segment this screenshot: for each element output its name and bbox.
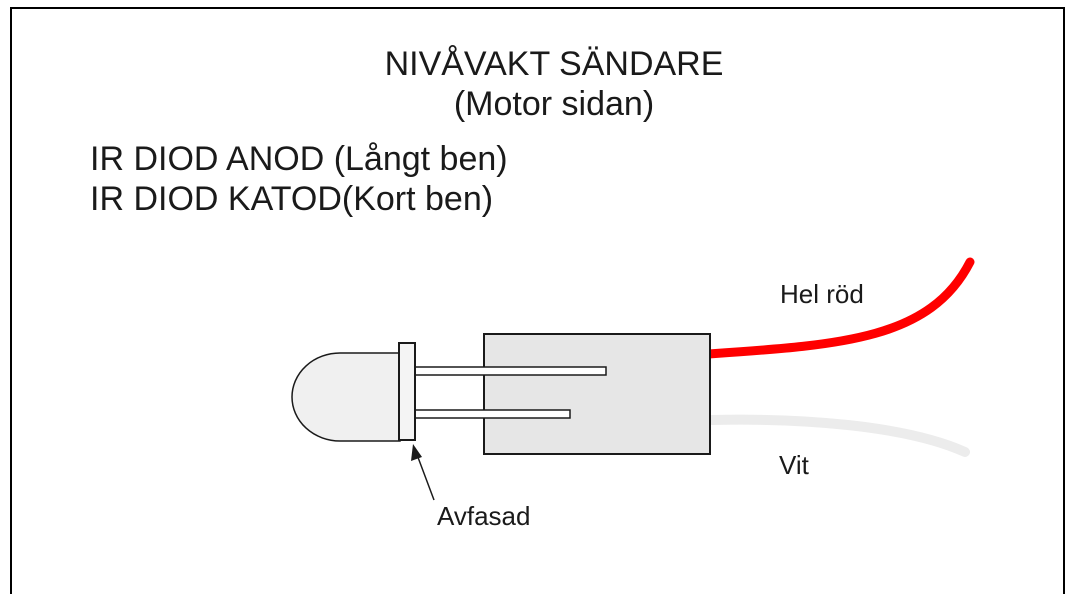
white-wire: [707, 414, 970, 457]
diagram-frame: [10, 7, 1065, 594]
red-wire: [703, 257, 975, 359]
diagram-title: NIVÅVAKT SÄNDARE: [385, 45, 724, 83]
diagram-subtitle: (Motor sidan): [454, 85, 654, 123]
led-flange: [398, 342, 416, 441]
led-dome: [291, 352, 401, 442]
callout-arrow-line: [415, 451, 435, 501]
anode-lead: [413, 366, 607, 376]
chamfer-callout-label: Avfasad: [437, 501, 530, 531]
callout-arrow-head: [411, 444, 422, 461]
cathode-lead: [413, 409, 571, 419]
connector-housing: [483, 333, 711, 455]
cathode-pin-label: IR DIOD KATOD(Kort ben): [90, 180, 493, 218]
red-wire-label: Hel röd: [780, 279, 864, 309]
anode-pin-label: IR DIOD ANOD (Långt ben): [90, 140, 508, 178]
white-wire-label: Vit: [779, 450, 810, 480]
